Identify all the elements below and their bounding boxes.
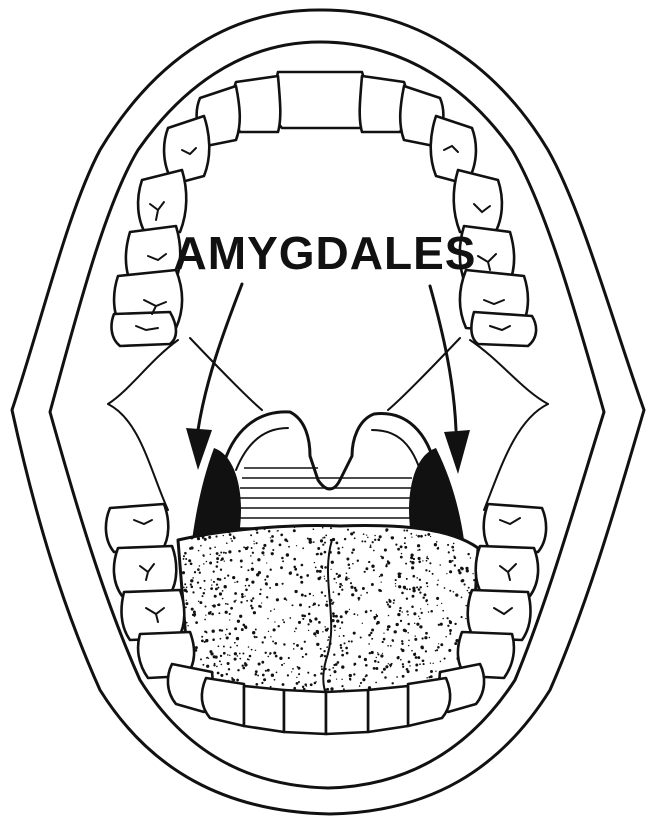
upper-teeth (112, 72, 537, 346)
amygdales-label: AMYGDALES (0, 226, 650, 280)
palate-lines (108, 338, 548, 510)
